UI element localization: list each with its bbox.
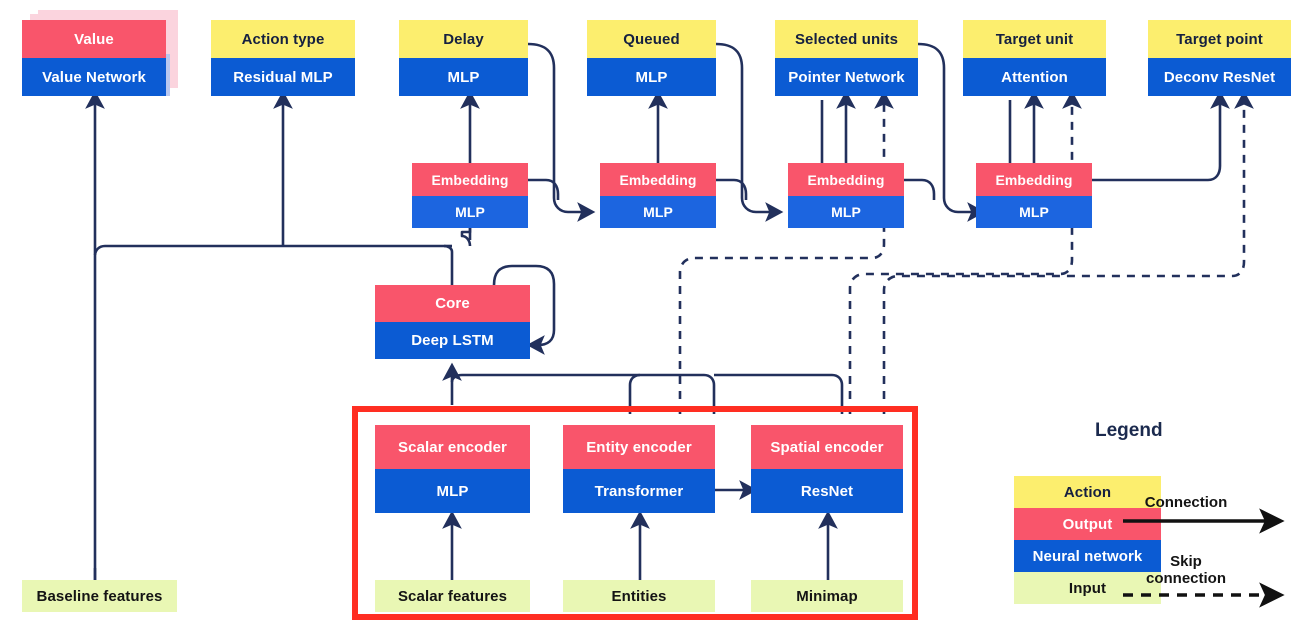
head-action-type-action: Action type	[211, 20, 355, 58]
encoder-scalar-network: MLP	[375, 469, 530, 513]
head-target-unit-action: Target unit	[963, 20, 1106, 58]
input-baseline-features[interactable]: Baseline features	[22, 580, 177, 612]
legend-line-samples	[1123, 508, 1285, 608]
embedding-3-network: MLP	[788, 196, 904, 228]
head-selected-units-action: Selected units	[775, 20, 918, 58]
core-output: Core	[375, 285, 530, 322]
legend-swatch-input: Input	[1014, 572, 1161, 604]
encoder-spatial-network: ResNet	[751, 469, 903, 513]
encoder-entity[interactable]: Entity encoder Transformer	[563, 425, 715, 513]
head-selected-units-network: Pointer Network	[775, 58, 918, 96]
embedding-4-output: Embedding	[976, 163, 1092, 196]
head-target-point-action: Target point	[1148, 20, 1291, 58]
embedding-3[interactable]: Embedding MLP	[788, 163, 904, 228]
legend-skip-connection-label: Skip connection	[1126, 553, 1246, 588]
head-target-point[interactable]: Target point Deconv ResNet	[1148, 20, 1291, 96]
input-scalar-features[interactable]: Scalar features	[375, 580, 530, 612]
encoder-highlight-box	[352, 406, 918, 620]
embedding-1-output: Embedding	[412, 163, 528, 196]
encoder-scalar[interactable]: Scalar encoder MLP	[375, 425, 530, 513]
embedding-2-output: Embedding	[600, 163, 716, 196]
embedding-4-network: MLP	[976, 196, 1092, 228]
head-queued[interactable]: Queued MLP	[587, 20, 716, 96]
head-selected-units[interactable]: Selected units Pointer Network	[775, 20, 918, 96]
legend-skip-connection-line1: Skip	[1170, 553, 1202, 570]
head-value[interactable]: Value Value Network	[22, 20, 166, 96]
legend-connection-label: Connection	[1144, 494, 1228, 511]
input-entities[interactable]: Entities	[563, 580, 715, 612]
legend-title: Legend	[1095, 420, 1163, 441]
head-value-action: Value	[22, 20, 166, 58]
core-network: Deep LSTM	[375, 322, 530, 359]
legend-swatch-action: Action	[1014, 476, 1161, 508]
legend-swatch-input-label: Input	[1014, 572, 1161, 604]
head-queued-action: Queued	[587, 20, 716, 58]
head-action-type[interactable]: Action type Residual MLP	[211, 20, 355, 96]
embedding-1-network: MLP	[412, 196, 528, 228]
encoder-entity-network: Transformer	[563, 469, 715, 513]
legend-swatch-neural-network: Neural network	[1014, 540, 1161, 572]
legend-swatch-action-label: Action	[1014, 476, 1161, 508]
legend-swatch-output: Output	[1014, 508, 1161, 540]
head-value-network: Value Network	[22, 58, 166, 96]
core-block[interactable]: Core Deep LSTM	[375, 285, 530, 359]
legend-swatch-neural-network-label: Neural network	[1014, 540, 1161, 572]
head-delay-network: MLP	[399, 58, 528, 96]
head-delay[interactable]: Delay MLP	[399, 20, 528, 96]
head-delay-action: Delay	[399, 20, 528, 58]
head-target-point-network: Deconv ResNet	[1148, 58, 1291, 96]
encoder-entity-output: Entity encoder	[563, 425, 715, 469]
encoder-spatial[interactable]: Spatial encoder ResNet	[751, 425, 903, 513]
embedding-1[interactable]: Embedding MLP	[412, 163, 528, 228]
embedding-2[interactable]: Embedding MLP	[600, 163, 716, 228]
embedding-4[interactable]: Embedding MLP	[976, 163, 1092, 228]
input-minimap[interactable]: Minimap	[751, 580, 903, 612]
encoder-scalar-output: Scalar encoder	[375, 425, 530, 469]
head-target-unit-network: Attention	[963, 58, 1106, 96]
embedding-2-network: MLP	[600, 196, 716, 228]
encoder-spatial-output: Spatial encoder	[751, 425, 903, 469]
legend-skip-connection-line2: connection	[1145, 570, 1226, 588]
head-target-unit[interactable]: Target unit Attention	[963, 20, 1106, 96]
embedding-3-output: Embedding	[788, 163, 904, 196]
legend-swatch-output-label: Output	[1014, 508, 1161, 540]
head-action-type-network: Residual MLP	[211, 58, 355, 96]
head-queued-network: MLP	[587, 58, 716, 96]
